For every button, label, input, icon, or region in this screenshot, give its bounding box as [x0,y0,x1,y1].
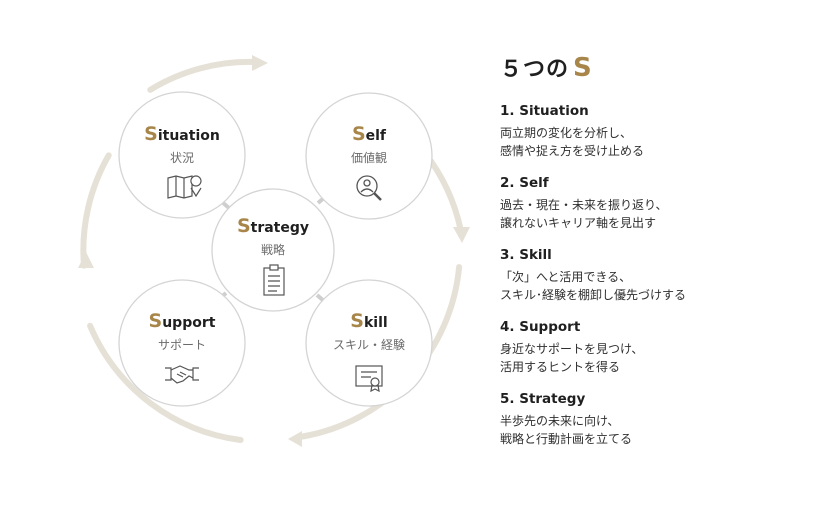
list-item-heading: 2. Self [500,175,549,191]
panel-title-accent: S [573,53,593,83]
list-item-text: 譲れないキャリア軸を見出す [500,216,657,230]
clipboard-icon [263,264,285,296]
certificate-icon [355,365,383,393]
list-item-heading: 1. Situation [500,103,589,119]
cycle-arrowheads [78,55,470,447]
node-self-title: Self [352,123,387,145]
cycle-arc-left [80,152,112,269]
list-item-situation: 1. Situation 両立期の変化を分析し、 感情や捉え方を受け止める [500,102,825,160]
node-skill-title: Skill [350,310,387,332]
list-item-support: 4. Support 身近なサポートを見つけ、 活用するヒントを得る [500,318,825,376]
list-item-text: 「次」へと活用できる、 [500,270,632,284]
node-strategy-title: Strategy [237,215,309,237]
node-self-subtitle: 価値観 [351,150,387,165]
list-item-text: スキル･経験を棚卸し優先づけする [500,288,687,302]
list-item-heading: 5. Strategy [500,391,586,407]
node-skill-subtitle: スキル・経験 [333,337,405,352]
list-item-text: 感情や捉え方を受け止める [500,144,645,158]
handshake-icon [165,365,199,384]
arrowhead-left [78,252,94,268]
list-item-strategy: 5. Strategy 半歩先の未来に向け、 戦略と行動計画を立てる [500,390,825,448]
list-item-text: 活用するヒントを得る [500,360,621,374]
arrowhead-right [453,227,470,243]
list-item-text: 戦略と行動計画を立てる [500,432,633,446]
node-self: Self 価値観 [305,92,433,220]
node-situation-subtitle: 状況 [170,150,194,165]
cycle-arc-bottom-left [87,322,244,443]
node-strategy: Strategy 戦略 [211,188,335,312]
panel-title-prefix: ５つの [500,57,570,82]
map-pin-icon [167,175,202,199]
node-skill: Skill スキル・経験 [305,279,433,407]
list-item-text: 半歩先の未来に向け、 [500,414,620,428]
list-item-heading: 3. Skill [500,247,552,263]
cycle-arc-top [147,58,258,93]
node-strategy-subtitle: 戦略 [261,242,285,257]
node-situation-circle [118,91,246,219]
arrowhead-top [252,55,268,71]
node-situation-title: Situation [144,123,220,145]
list-item-self: 2. Self 過去・現在・未来を振り返り、 譲れないキャリア軸を見出す [500,174,825,232]
node-support-subtitle: サポート [158,338,206,352]
list-item-heading: 4. Support [500,319,581,335]
list-item-text: 身近なサポートを見つけ、 [500,342,644,356]
node-support-circle [118,279,246,407]
arrowhead-bottom [288,431,302,447]
list-item-skill: 3. Skill 「次」へと活用できる、 スキル･経験を棚卸し優先づけする [500,246,825,304]
node-self-circle [305,92,433,220]
node-support-title: Support [149,310,216,332]
list-item-text: 両立期の変化を分析し、 [500,126,633,140]
person-magnifier-icon [356,175,382,201]
five-s-cycle-diagram: Situation 状況 Self 価値観 Strategy 戦略 [78,55,470,447]
node-strategy-circle [211,188,335,312]
node-skill-circle [305,279,433,407]
list-item-text: 過去・現在・未来を振り返り、 [500,198,668,212]
node-support: Support サポート [118,279,246,407]
node-situation: Situation 状況 [118,91,246,219]
